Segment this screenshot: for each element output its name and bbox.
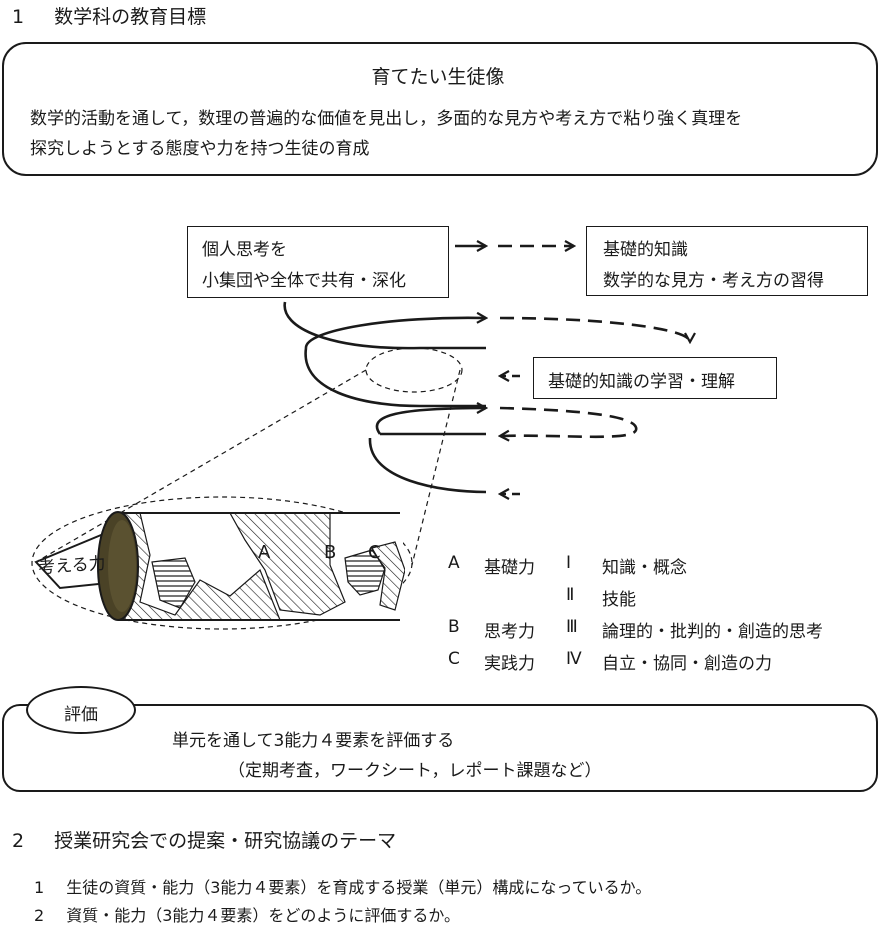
section1-heading: 1 数学科の教育目標	[12, 2, 206, 29]
box2-line1: 基礎的知識	[603, 240, 688, 260]
goal-line-2: 探究しようとする態度や力を持つ生徒の育成	[30, 139, 370, 159]
section1-number: 1	[12, 6, 25, 28]
evaluation-badge: 評価	[26, 686, 136, 734]
goal-box	[2, 42, 878, 176]
box-individual-thinking: 個人思考を 小集団や全体で共有・深化	[187, 226, 449, 298]
cylinder-label-a: A	[258, 542, 271, 563]
cylinder-icon	[34, 511, 405, 621]
evaluation-line-1: 単元を通して3能力４要素を評価する	[172, 731, 455, 751]
evaluation-line-2: （定期考査，ワークシート，レポート課題など）	[228, 761, 602, 781]
evaluation-box	[2, 704, 878, 792]
box1-line1: 個人思考を	[202, 240, 287, 260]
goal-title: 育てたい生徒像	[371, 66, 505, 88]
box2-line2: 数学的な見方・考え方の習得	[603, 271, 824, 291]
section2-title: 授業研究会での提案・研究協議のテーマ	[54, 830, 397, 852]
box-basic-learning: 基礎的知識の学習・理解	[533, 357, 777, 399]
box3-text: 基礎的知識の学習・理解	[548, 372, 735, 392]
spiral-diagram: A B C	[31, 210, 880, 630]
section1-title: 数学科の教育目標	[54, 6, 207, 28]
evaluation-label: 評価	[64, 705, 98, 725]
spiral-loops	[283, 301, 690, 494]
cylinder-label-b: B	[324, 542, 336, 563]
section2-number: 2	[12, 830, 25, 852]
cylinder-label-c: C	[368, 542, 381, 563]
goal-line-1: 数学的活動を通して，数理の普遍的な価値を見出し，多面的な見方や考え方で粘り強く真…	[30, 109, 743, 129]
thinking-power-label: 考える力	[37, 553, 107, 579]
box-basic-knowledge: 基礎的知識 数学的な見方・考え方の習得	[586, 226, 868, 296]
magnify-lines	[31, 347, 463, 630]
section2-heading: 2 授業研究会での提案・研究協議のテーマ	[12, 826, 396, 853]
box1-line2: 小集団や全体で共有・深化	[202, 271, 406, 291]
